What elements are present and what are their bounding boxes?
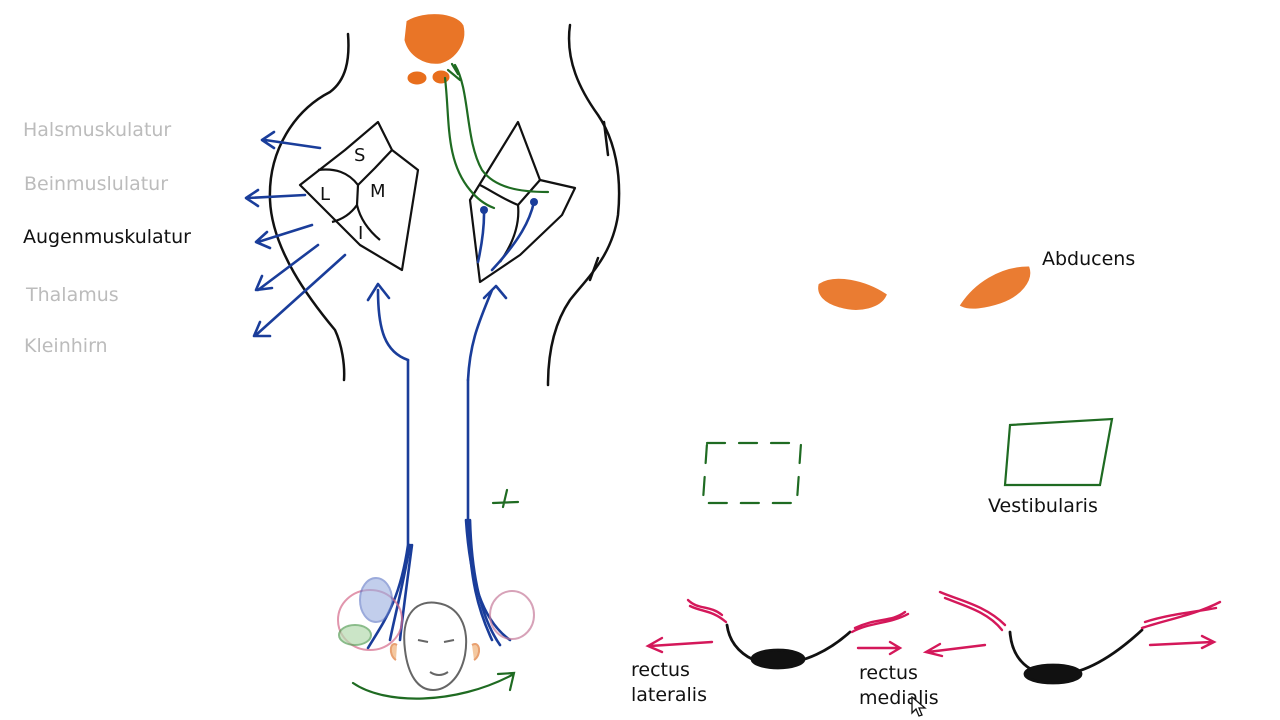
label-rectus-lateralis-line1: rectus — [631, 659, 690, 681]
label-vestibularis: Vestibularis — [988, 495, 1098, 517]
region-m: M — [370, 181, 386, 202]
label-abducens: Abducens — [1042, 248, 1136, 270]
mouse-cursor-icon — [911, 696, 927, 717]
vestibular-nuclei-left — [298, 120, 420, 272]
brainstem-outline — [268, 23, 621, 387]
label-rectus-lateralis: rectus lateralis — [631, 658, 707, 708]
region-i: I — [358, 223, 363, 244]
eye-muscles — [645, 590, 1222, 658]
sidebar-item-beinmuslulatur: Beinmuslulatur — [24, 173, 169, 195]
region-s: S — [354, 145, 365, 166]
sidebar-item-augenmuskulatur: Augenmuskulatur — [23, 226, 191, 248]
sidebar-item-halsmuskulatur: Halsmuskulatur — [23, 119, 172, 141]
vestibular-nuclei-right — [468, 120, 577, 284]
sidebar-item-kleinhirn: Kleinhirn — [24, 335, 108, 357]
head-illustration — [337, 577, 535, 692]
eye-schematic — [725, 623, 1144, 685]
region-l: L — [320, 184, 330, 205]
vestibular-pathways — [351, 62, 1114, 700]
label-rectus-medialis-line1: rectus — [859, 662, 918, 684]
sidebar-item-thalamus: Thalamus — [26, 284, 119, 306]
abducens-nuclei — [404, 14, 1031, 310]
label-rectus-lateralis-line2: lateralis — [631, 684, 707, 706]
motor-pathways — [244, 130, 536, 650]
